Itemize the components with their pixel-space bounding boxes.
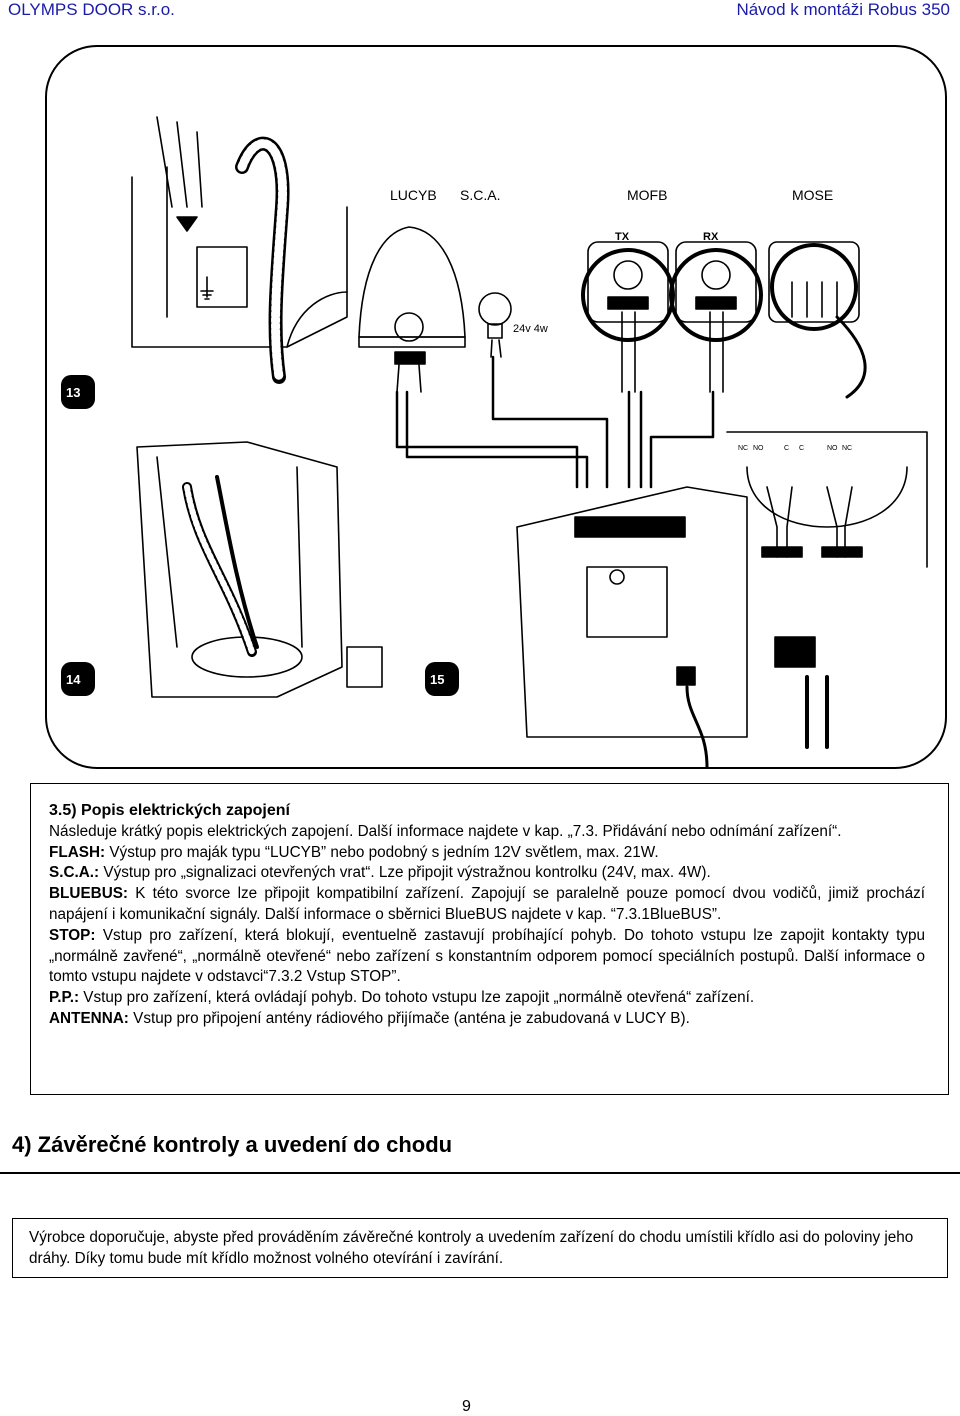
section-4-text: Výrobce doporučuje, abyste před prováděn…: [29, 1229, 914, 1267]
section-4-title: 4) Závěrečné kontroly a uvedení do chodu: [12, 1132, 453, 1157]
terminal-label: C: [799, 445, 804, 452]
header-manual-title: Návod k montáži Robus 350: [736, 0, 950, 19]
label-sca: S.C.A.: [460, 187, 500, 203]
label-bulb: 24v 4w: [513, 323, 548, 335]
badge-13: [61, 375, 95, 409]
figure-15-terminals: [726, 431, 928, 749]
item-antenna: ANTENNA: Vstup pro připojení antény rádi…: [49, 1009, 925, 1030]
terminal-label: NC: [738, 445, 748, 452]
label-rx: RX: [703, 231, 719, 243]
header-company: OLYMPS DOOR s.r.o.: [8, 0, 175, 19]
badge-14-number: 14: [66, 672, 81, 687]
electrical-connections-box: 3.5) Popis elektrických zapojení Následu…: [30, 783, 949, 1095]
item-text: K této svorce lze připojit kompatibilní …: [49, 885, 925, 923]
figure-13-motor: [131, 116, 348, 384]
item-flash: FLASH: Výstup pro maják typu “LUCYB” neb…: [49, 843, 925, 864]
control-board: [516, 486, 748, 767]
terminal-label: NO: [827, 445, 838, 452]
badge-15-number: 15: [430, 672, 444, 687]
terminal-label: C: [784, 445, 789, 452]
item-sca: S.C.A.: Výstup pro „signalizaci otevřený…: [49, 863, 925, 884]
sca-warning-bulb: [478, 292, 512, 358]
photocell-rx: [669, 241, 763, 393]
section-3-5-title: 3.5) Popis elektrických zapojení: [49, 802, 290, 819]
item-text: Výstup pro „signalizaci otevřených vrat“…: [99, 864, 711, 882]
page-number: 9: [462, 1398, 471, 1415]
item-term: P.P.:: [49, 989, 80, 1007]
figure-14-motor: [136, 441, 383, 698]
section-divider: [0, 1172, 960, 1174]
flashing-light-lucyb: [358, 226, 466, 393]
page-header: OLYMPS DOOR s.r.o. Návod k montáži Robus…: [0, 0, 960, 22]
label-lucyb: LUCYB: [390, 187, 437, 203]
badge-15: [425, 662, 459, 696]
photocell-tx: [581, 241, 675, 393]
item-stop: STOP: Vstup pro zařízení, která blokují,…: [49, 926, 925, 988]
item-text: Vstup pro zařízení, která blokují, event…: [49, 926, 925, 986]
badge-14: [61, 662, 95, 696]
selector-mose: [768, 241, 867, 399]
item-term: ANTENNA:: [49, 1009, 129, 1027]
section-3-5-intro: Následuje krátký popis elektrických zapo…: [49, 822, 842, 840]
item-bluebus: BLUEBUS: K této svorce lze připojit komp…: [49, 884, 925, 926]
wiring-figure: LUCYB S.C.A. MOFB MOSE TX RX 24v 4w NC N…: [45, 45, 947, 769]
item-text: Výstup pro maják typu “LUCYB” nebo podob…: [105, 843, 659, 861]
label-mofb: MOFB: [627, 187, 667, 203]
item-term: BLUEBUS:: [49, 885, 129, 903]
item-text: Vstup pro připojení antény rádiového při…: [128, 1009, 690, 1027]
final-checks-box: Výrobce doporučuje, abyste před prováděn…: [12, 1218, 948, 1278]
terminal-label: NC: [842, 445, 852, 452]
item-term: FLASH:: [49, 843, 106, 861]
item-text: Vstup pro zařízení, která ovládají pohyb…: [79, 989, 755, 1007]
label-mose: MOSE: [792, 187, 833, 203]
terminal-label: NO: [753, 445, 764, 452]
item-pp: P.P.: Vstup pro zařízení, která ovládají…: [49, 988, 925, 1009]
badge-13-number: 13: [66, 385, 80, 400]
wiring-diagram: LUCYB S.C.A. MOFB MOSE TX RX 24v 4w NC N…: [61, 116, 928, 767]
label-tx: TX: [615, 231, 630, 243]
item-term: S.C.A.:: [49, 864, 100, 882]
cable-bundle: [395, 355, 715, 489]
item-term: STOP:: [49, 926, 96, 944]
